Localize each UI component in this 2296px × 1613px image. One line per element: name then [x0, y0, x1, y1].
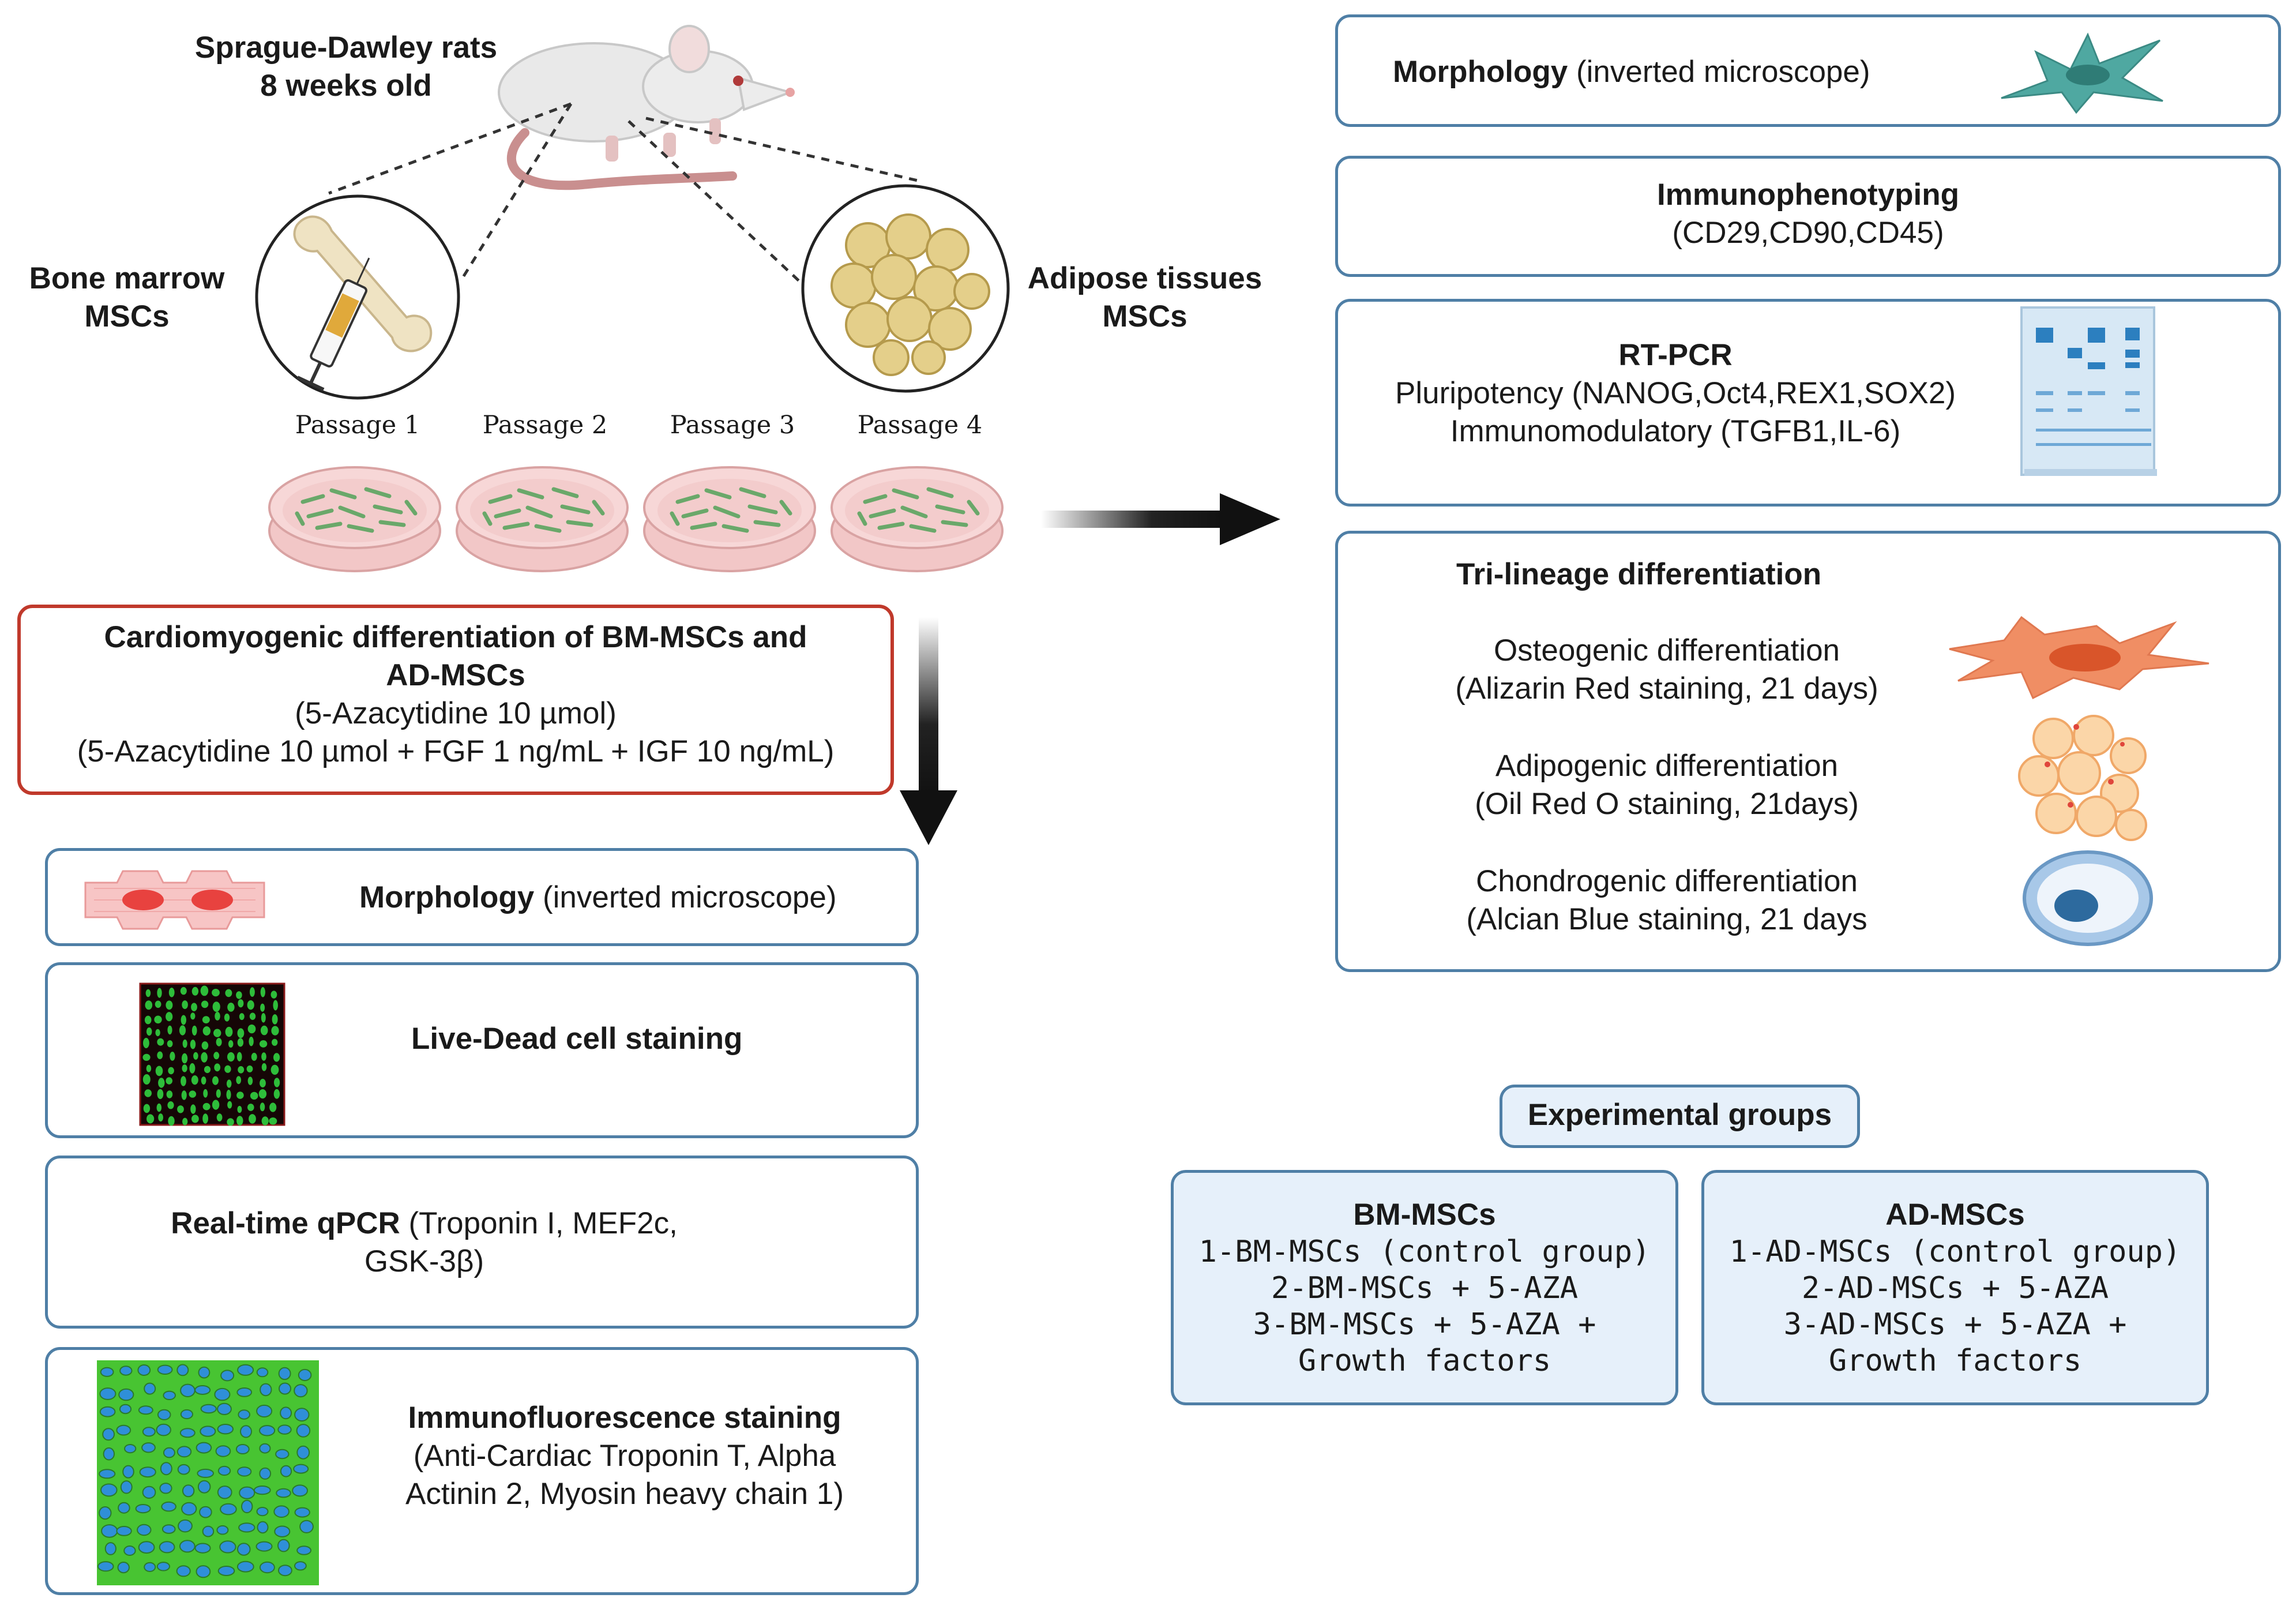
adipo-line2: (Oil Red O staining, 21days): [1475, 787, 1859, 821]
bm-label-line1: Bone marrow: [29, 261, 225, 295]
arrow-right: [1041, 493, 1280, 545]
immunophenotyping-title: Immunophenotyping: [1656, 178, 1960, 212]
bm-label: Bone marrow MSCs: [12, 260, 242, 336]
chondro-line2: (Alcian Blue staining, 21 days: [1466, 902, 1867, 936]
osteocyte-icon: [1949, 616, 2209, 700]
adipo-text: Adipogenic differentiation (Oil Red O st…: [1396, 747, 1938, 823]
ad-group-item-1: 1-AD-MSCs (control group): [1729, 1235, 2181, 1269]
left-morphology-box: Morphology (inverted microscope): [45, 848, 919, 946]
passage-1-label: Passage 1: [295, 411, 420, 440]
cardio-title-line1: Cardiomyogenic differentiation of BM-MSC…: [104, 620, 807, 654]
qpcr-box: Real-time qPCR (Troponin I, MEF2c, GSK-3…: [45, 1156, 919, 1329]
bm-group-item-2: 2-BM-MSCs + 5-AZA: [1271, 1271, 1579, 1306]
trilineage-box: Tri-lineage differentiation Osteogenic d…: [1335, 531, 2281, 972]
right-morphology-title: Morphology: [1393, 55, 1568, 89]
bm-label-line2: MSCs: [84, 299, 170, 333]
if-line2: (Anti-Cardiac Troponin T, Alpha: [413, 1439, 836, 1473]
ad-group-box: AD-MSCs 1-AD-MSCs (control group) 2-AD-M…: [1701, 1170, 2209, 1405]
passage-2-label: Passage 2: [482, 411, 608, 440]
experimental-groups-header: Experimental groups: [1500, 1085, 1860, 1148]
qpcr-text: Real-time qPCR (Troponin I, MEF2c, GSK-3…: [48, 1205, 916, 1281]
rtpcr-line3: Immunomodulatory (TGFB1,IL-6): [1450, 414, 1901, 448]
adipocyte-cluster-icon: [2018, 715, 2147, 841]
left-morphology-title: Morphology: [359, 880, 535, 914]
rtpcr-box: RT-PCR Pluripotency (NANOG,Oct4,REX1,SOX…: [1335, 299, 2281, 507]
qpcr-title: Real-time qPCR: [171, 1206, 400, 1240]
qpcr-detail: (Troponin I, MEF2c,: [400, 1206, 678, 1240]
adipo-line1: Adipogenic differentiation: [1495, 749, 1839, 783]
ad-group-item-3: 3-AD-MSCs + 5-AZA +: [1783, 1307, 2127, 1342]
immunofluorescence-image: [97, 1360, 319, 1585]
right-morphology-detail: (inverted microscope): [1568, 55, 1870, 89]
immunofluorescence-box: Immunofluorescence staining (Anti-Cardia…: [45, 1347, 919, 1595]
cardiomyocyte-icon: [84, 870, 265, 930]
rat-label-line2: 8 weeks old: [260, 69, 432, 103]
adipose-cells-icon: [801, 184, 1010, 393]
rat-label-line1: Sprague-Dawley rats: [194, 31, 498, 65]
live-dead-image: [139, 982, 285, 1126]
ad-label: Adipose tissues MSCs: [1006, 260, 1283, 336]
chondro-text: Chondrogenic differentiation (Alcian Blu…: [1396, 862, 1938, 939]
immunophenotyping-text: Immunophenotyping (CD29,CD90,CD45): [1338, 176, 2278, 252]
live-dead-title: Live-Dead cell staining: [411, 1022, 743, 1056]
ad-group-title: AD-MSCs: [1885, 1198, 2025, 1232]
bm-group-item-1: 1-BM-MSCs (control group): [1198, 1235, 1651, 1269]
bm-group-item-3: 3-BM-MSCs + 5-AZA +: [1253, 1307, 1596, 1342]
left-morphology-detail: (inverted microscope): [534, 880, 837, 914]
rtpcr-title: RT-PCR: [1618, 338, 1733, 372]
rat-illustration: [498, 25, 795, 190]
msc-cell-icon: [2001, 32, 2163, 114]
rat-label: Sprague-Dawley rats 8 weeks old: [144, 29, 548, 105]
passage-4-label: Passage 4: [857, 411, 983, 440]
if-text: Immunofluorescence staining (Anti-Cardia…: [336, 1399, 913, 1513]
osteo-line2: (Alizarin Red staining, 21 days): [1455, 672, 1878, 706]
trilineage-title: Tri-lineage differentiation: [1456, 557, 1822, 591]
ad-group-content: AD-MSCs 1-AD-MSCs (control group) 2-AD-M…: [1704, 1196, 2206, 1379]
rtpcr-line2: Pluripotency (NANOG,Oct4,REX1,SOX2): [1395, 376, 1956, 410]
cardio-box: Cardiomyogenic differentiation of BM-MSC…: [17, 605, 894, 795]
ad-group-item-2: 2-AD-MSCs + 5-AZA: [1801, 1271, 2109, 1306]
cardio-line3: (5-Azacytidine 10 µmol): [295, 696, 617, 730]
if-line3: Actinin 2, Myosin heavy chain 1): [405, 1477, 844, 1511]
ad-label-line1: Adipose tissues: [1027, 261, 1262, 295]
bm-group-content: BM-MSCs 1-BM-MSCs (control group) 2-BM-M…: [1174, 1196, 1675, 1379]
chondro-line1: Chondrogenic differentiation: [1476, 864, 1858, 898]
gel-electrophoresis-icon: [2020, 306, 2157, 476]
ad-group-item-4: Growth factors: [1828, 1344, 2082, 1378]
bone-syringe-icon: [255, 194, 460, 400]
immunophenotyping-box: Immunophenotyping (CD29,CD90,CD45): [1335, 156, 2281, 277]
rtpcr-text: RT-PCR Pluripotency (NANOG,Oct4,REX1,SOX…: [1350, 336, 2001, 451]
ad-label-line2: MSCs: [1102, 299, 1188, 333]
right-morphology-text: Morphology (inverted microscope): [1393, 53, 1870, 91]
arrow-down: [900, 617, 957, 845]
passage-3-label: Passage 3: [670, 411, 795, 440]
chondrocyte-icon: [2023, 850, 2153, 946]
immunophenotyping-line2: (CD29,CD90,CD45): [1672, 216, 1944, 250]
if-title: Immunofluorescence staining: [408, 1401, 841, 1435]
cardio-title-line2: AD-MSCs: [386, 658, 525, 692]
osteo-line1: Osteogenic differentiation: [1493, 633, 1840, 667]
bm-group-box: BM-MSCs 1-BM-MSCs (control group) 2-BM-M…: [1171, 1170, 1678, 1405]
petri-dishes: [265, 456, 1027, 577]
bm-group-title: BM-MSCs: [1353, 1198, 1496, 1232]
left-morphology-text: Morphology (inverted microscope): [359, 879, 837, 917]
bm-group-item-4: Growth factors: [1298, 1344, 1551, 1378]
right-morphology-box: Morphology (inverted microscope): [1335, 14, 2281, 127]
cardio-line4: (5-Azacytidine 10 µmol + FGF 1 ng/mL + I…: [77, 734, 835, 768]
qpcr-line2: GSK-3β): [364, 1244, 484, 1278]
live-dead-box: Live-Dead cell staining: [45, 962, 919, 1138]
osteo-text: Osteogenic differentiation (Alizarin Red…: [1396, 632, 1938, 708]
